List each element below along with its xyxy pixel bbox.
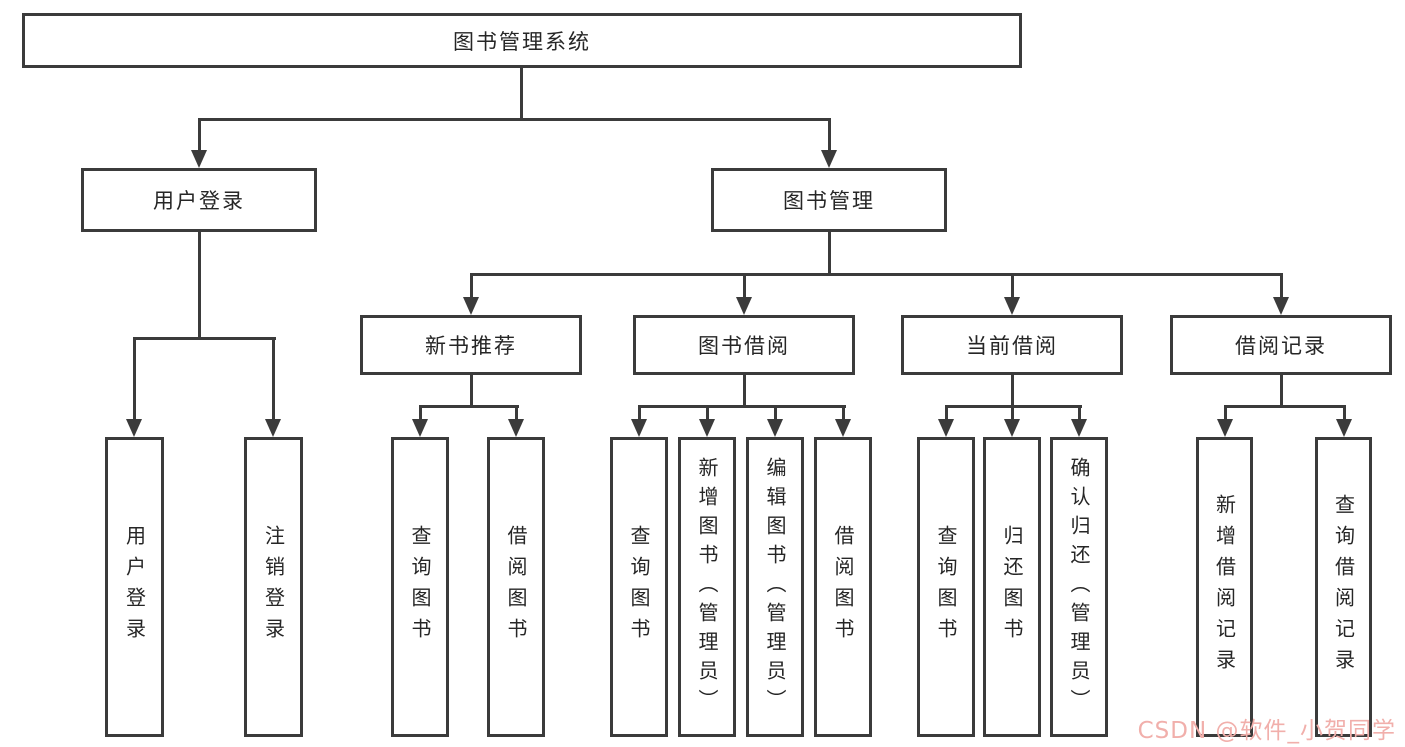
connector-drop [774, 405, 777, 421]
leaf-label: 借阅图书 [504, 525, 528, 649]
connector-mgmt-stem [828, 232, 831, 276]
connector-drop [743, 273, 746, 299]
leaf-add-books-admin: 新增图书（管理员） [678, 437, 736, 737]
node-label: 借阅记录 [1235, 334, 1327, 358]
connector-drop [1011, 273, 1014, 299]
leaf-return-books: 归还图书 [983, 437, 1041, 737]
connector-login-bus [133, 337, 276, 340]
connector-recommend-bus [419, 405, 519, 408]
node-borrow-records: 借阅记录 [1170, 315, 1392, 375]
node-book-borrow: 图书借阅 [633, 315, 855, 375]
node-current-borrow: 当前借阅 [901, 315, 1123, 375]
arrow-down-icon [1004, 297, 1020, 315]
arrow-down-icon [699, 419, 715, 437]
connector-borrow-bus [638, 405, 846, 408]
leaf-label: 借阅图书 [831, 525, 855, 649]
leaf-label: 确认归还（管理员） [1067, 456, 1091, 718]
leaf-borrow-books: 借阅图书 [487, 437, 545, 737]
leaf-label: 用户登录 [122, 525, 147, 649]
connector-current-stem [1011, 375, 1014, 408]
leaf-label: 查询图书 [408, 525, 432, 649]
arrow-down-icon [463, 297, 479, 315]
arrow-down-icon [126, 419, 142, 437]
node-label: 新书推荐 [425, 334, 517, 358]
arrow-down-icon [1336, 419, 1352, 437]
connector-drop [842, 405, 845, 421]
connector-records-stem [1280, 375, 1283, 408]
arrow-down-icon [736, 297, 752, 315]
arrow-down-icon [767, 419, 783, 437]
node-label: 用户登录 [153, 189, 245, 213]
connector-drop [1011, 405, 1014, 421]
connector-drop [470, 273, 473, 299]
leaf-label: 查询图书 [934, 525, 958, 649]
connector-drop [1078, 405, 1081, 421]
leaf-borrow-books: 借阅图书 [814, 437, 872, 737]
connector-records-bus [1224, 405, 1346, 408]
connector-drop [1224, 405, 1227, 421]
connector-drop [515, 405, 518, 421]
leaf-query-books: 查询图书 [610, 437, 668, 737]
connector-drop-user-login [198, 118, 201, 152]
arrow-down-icon [631, 419, 647, 437]
node-library-management-system: 图书管理系统 [22, 13, 1022, 68]
arrow-down-icon [1217, 419, 1233, 437]
arrow-down-icon [1071, 419, 1087, 437]
leaf-edit-books-admin: 编辑图书（管理员） [746, 437, 804, 737]
node-book-management: 图书管理 [711, 168, 947, 232]
connector-drop-book-management [828, 118, 831, 152]
connector-drop [419, 405, 422, 421]
connector-root-stem [520, 68, 523, 121]
leaf-query-books: 查询图书 [917, 437, 975, 737]
connector-recommend-stem [470, 375, 473, 408]
connector-drop [945, 405, 948, 421]
connector-login-stem [198, 232, 201, 340]
arrow-down-icon [265, 419, 281, 437]
leaf-confirm-return-admin: 确认归还（管理员） [1050, 437, 1108, 737]
connector-drop [638, 405, 641, 421]
arrow-down-icon [1004, 419, 1020, 437]
node-label: 当前借阅 [966, 334, 1058, 358]
connector-borrow-stem [743, 375, 746, 408]
node-label: 图书管理系统 [453, 29, 591, 54]
csdn-watermark: CSDN @软件_小贺同学 [1137, 718, 1396, 744]
connector-level2-bus [198, 118, 831, 121]
leaf-label: 查询借阅记录 [1331, 494, 1356, 680]
arrow-down-icon [191, 150, 207, 168]
node-user-login: 用户登录 [81, 168, 317, 232]
node-label: 图书管理 [783, 189, 875, 213]
arrow-down-icon [821, 150, 837, 168]
leaf-user-login: 用户登录 [105, 437, 164, 737]
leaf-query-borrow-record: 查询借阅记录 [1315, 437, 1372, 737]
connector-drop [1343, 405, 1346, 421]
leaf-logout: 注销登录 [244, 437, 303, 737]
leaf-query-books: 查询图书 [391, 437, 449, 737]
leaf-label: 归还图书 [1000, 525, 1024, 649]
arrow-down-icon [412, 419, 428, 437]
leaf-label: 注销登录 [261, 525, 286, 649]
leaf-label: 新增借阅记录 [1212, 494, 1237, 680]
leaf-label: 编辑图书（管理员） [763, 456, 787, 718]
connector-drop [706, 405, 709, 421]
node-label: 图书借阅 [698, 334, 790, 358]
node-new-book-recommend: 新书推荐 [360, 315, 582, 375]
arrow-down-icon [1273, 297, 1289, 315]
leaf-add-borrow-record: 新增借阅记录 [1196, 437, 1253, 737]
connector-drop [133, 337, 136, 421]
connector-drop [272, 337, 275, 421]
leaf-label: 新增图书（管理员） [695, 456, 719, 718]
arrow-down-icon [835, 419, 851, 437]
connector-level3-bus [470, 273, 1283, 276]
arrow-down-icon [938, 419, 954, 437]
arrow-down-icon [508, 419, 524, 437]
connector-drop [1280, 273, 1283, 299]
leaf-label: 查询图书 [627, 525, 651, 649]
